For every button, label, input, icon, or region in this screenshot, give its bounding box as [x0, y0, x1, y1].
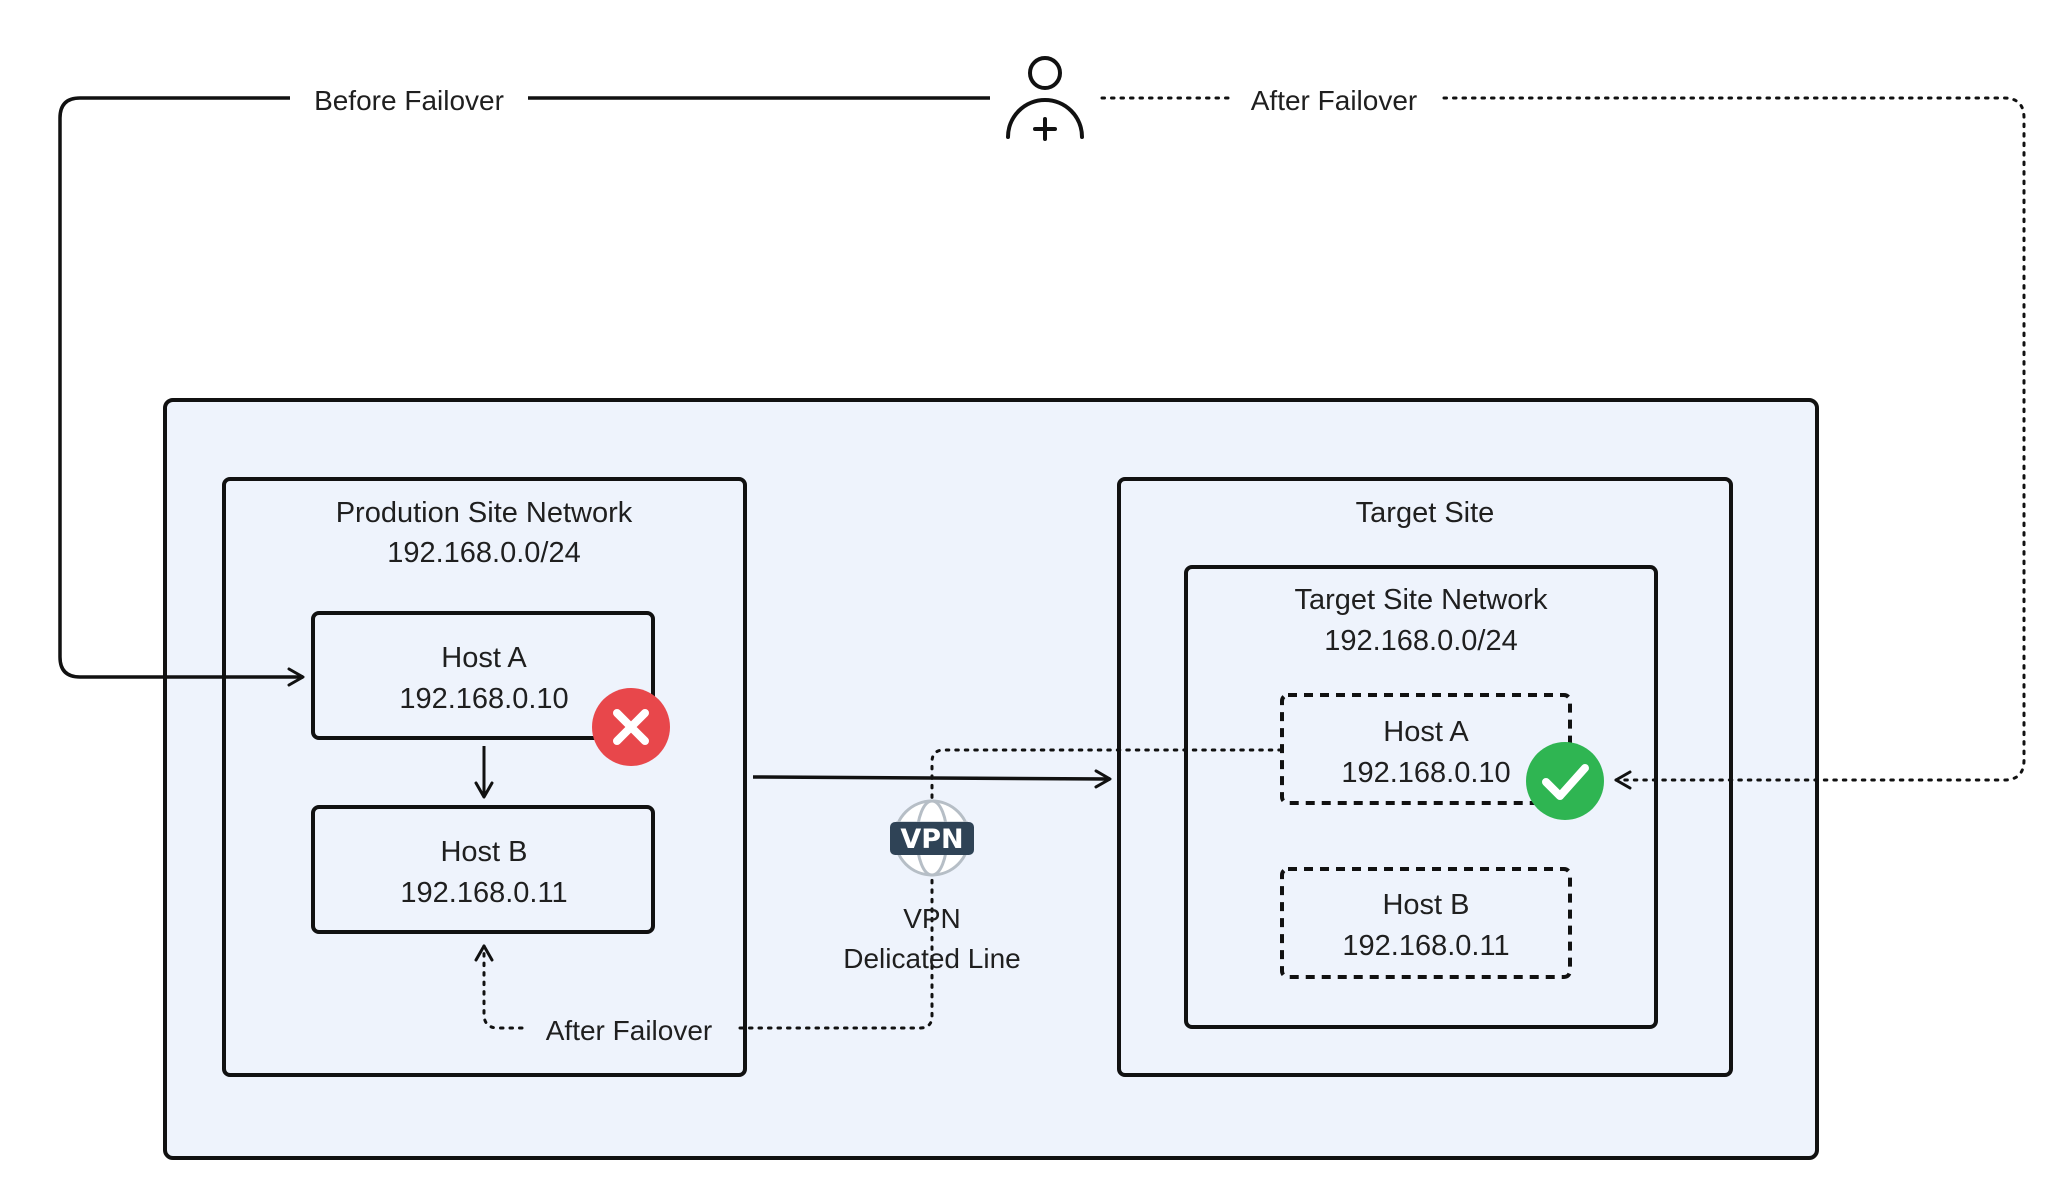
prod-host-a-ip: 192.168.0.10 — [399, 683, 568, 715]
target-host-a-ip: 192.168.0.10 — [1341, 757, 1510, 789]
vpn-dotted-link — [738, 748, 1284, 1030]
vpn-badge-text: VPN — [900, 824, 963, 855]
prod-host-a-box[interactable] — [311, 611, 655, 740]
vpn-label-line1: VPN — [903, 903, 961, 934]
target-host-b-name: Host B — [1382, 889, 1469, 921]
target-network-subnet: 192.168.0.0/24 — [1324, 625, 1518, 657]
production-site-subnet: 192.168.0.0/24 — [387, 537, 581, 569]
x-circle-icon — [592, 688, 670, 766]
prod-host-b-ip: 192.168.0.11 — [400, 877, 567, 909]
before-failover-label: Before Failover — [314, 85, 504, 116]
after-failover-bottom-label: After Failover — [546, 1015, 713, 1046]
after-failover-top-path-right — [1442, 96, 2026, 790]
after-failover-top-label: After Failover — [1251, 85, 1418, 116]
target-host-b-box[interactable] — [1280, 867, 1572, 979]
check-circle-icon — [1526, 742, 1604, 820]
target-host-b-ip: 192.168.0.11 — [1342, 930, 1509, 962]
user-add-icon[interactable] — [1006, 56, 1084, 141]
target-host-a-name: Host A — [1383, 716, 1469, 748]
prod-host-b-box[interactable] — [311, 805, 655, 934]
after-failover-bottom-path — [474, 944, 524, 1030]
prod-host-b-name: Host B — [440, 836, 527, 868]
vpn-label-line2: Delicated Line — [843, 943, 1020, 974]
prod-host-a-name: Host A — [441, 642, 527, 674]
vpn-globe-icon: VPN — [890, 799, 974, 877]
target-site-title: Target Site — [1356, 497, 1495, 529]
production-site-title: Prodution Site Network — [336, 497, 633, 529]
target-network-title: Target Site Network — [1294, 584, 1548, 616]
before-failover-path-left — [58, 96, 305, 687]
